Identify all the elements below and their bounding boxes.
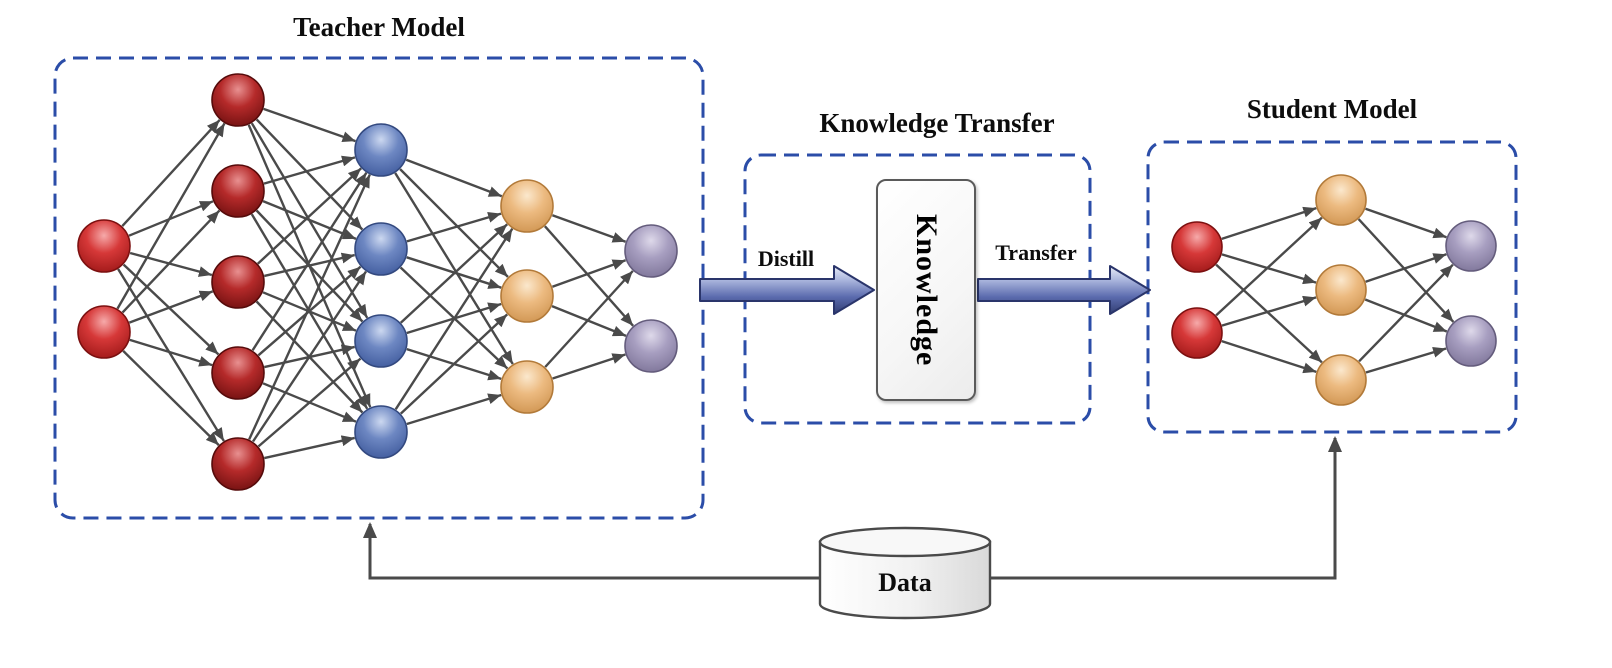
teacher-edge [257, 357, 362, 448]
teacher-edge [129, 251, 213, 277]
student-model-box [1146, 140, 1518, 434]
teacher-network [77, 73, 678, 491]
student-edge [1365, 346, 1447, 374]
teacher-neuron-blue [354, 405, 408, 459]
student-edge [1365, 253, 1447, 283]
teacher-edge [251, 172, 368, 351]
teacher-edge [551, 214, 627, 243]
teacher-edge [262, 199, 357, 241]
student-edge [1215, 216, 1323, 317]
teacher-neuron-purple [624, 319, 678, 373]
student-neuron-purple [1445, 315, 1497, 367]
student-neuron-red [1171, 221, 1223, 273]
data-to-student-connector [986, 436, 1342, 580]
student-edge [1364, 298, 1448, 333]
teacher-edge [551, 304, 627, 338]
teacher-neuron-orange [500, 179, 554, 233]
teacher-edge [399, 313, 509, 415]
student-neuron-orange [1315, 354, 1367, 406]
student-neuron-orange [1315, 264, 1367, 316]
teacher-edge [257, 265, 362, 357]
teacher-edge [128, 200, 214, 237]
knowledge-box: Knowledge [876, 179, 976, 401]
teacher-edge [264, 252, 355, 278]
teacher-edge [121, 119, 221, 227]
teacher-edge [263, 107, 356, 143]
student-network [1171, 174, 1497, 406]
student-edge [1365, 207, 1447, 239]
teacher-edge [121, 209, 221, 314]
teacher-edge [552, 353, 626, 380]
teacher-edge [255, 118, 364, 231]
teacher-neuron-darkred [211, 164, 265, 218]
teacher-edge [248, 174, 371, 440]
teacher-edge [252, 270, 367, 443]
teacher-neuron-orange [500, 269, 554, 323]
teacher-neuron-darkred [211, 255, 265, 309]
teacher-edge [263, 155, 356, 185]
knowledge-box-label: Knowledge [910, 213, 943, 367]
teacher-neuron-blue [354, 314, 408, 368]
transfer-label: Transfer [995, 240, 1077, 265]
teacher-edge [117, 268, 225, 442]
teacher-edge [399, 168, 509, 278]
student-edge [1221, 339, 1317, 374]
student-edge [1357, 218, 1455, 323]
teacher-edge [129, 338, 213, 367]
teacher-edge [399, 223, 509, 324]
student-model-title: Student Model [1246, 94, 1418, 124]
student-neuron-orange [1315, 174, 1367, 226]
teacher-edge [122, 263, 220, 356]
data-cylinder-label: Data [878, 568, 932, 597]
student-edge [1221, 253, 1317, 285]
distill-arrow [699, 265, 875, 315]
teacher-edge [551, 259, 627, 288]
teacher-edge [544, 225, 634, 327]
distill-label: Distill [757, 246, 815, 271]
student-edge [1221, 206, 1317, 241]
teacher-neuron-blue [354, 123, 408, 177]
transfer-arrow [977, 265, 1151, 315]
teacher-edge [544, 270, 634, 368]
student-edge [1358, 263, 1454, 363]
student-edge [1215, 263, 1323, 364]
teacher-neuron-blue [354, 222, 408, 276]
data-cylinder-top [818, 526, 992, 558]
student-neuron-red [1171, 307, 1223, 359]
teacher-model-title: Teacher Model [293, 12, 465, 42]
teacher-edge [264, 435, 355, 460]
teacher-edge [406, 212, 502, 243]
teacher-edge [128, 290, 214, 324]
teacher-neuron-orange [500, 360, 554, 414]
teacher-neuron-red [77, 219, 131, 273]
teacher-neuron-red [77, 305, 131, 359]
teacher-edge [394, 228, 514, 410]
teacher-neuron-darkred [211, 73, 265, 127]
teacher-edge [256, 167, 363, 265]
student-edge [1221, 295, 1317, 327]
teacher-neuron-darkred [211, 346, 265, 400]
teacher-neuron-purple [624, 224, 678, 278]
teacher-edge [405, 158, 503, 198]
teacher-edge [406, 393, 502, 426]
data-cylinder-body [818, 540, 992, 620]
teacher-edge [122, 350, 220, 446]
knowledge-transfer-title: Knowledge Transfer [819, 108, 1055, 138]
teacher-edge [394, 172, 514, 365]
student-neuron-purple [1445, 220, 1497, 272]
teacher-edge [116, 122, 226, 310]
data-to-teacher-connector [363, 522, 824, 580]
teacher-neuron-darkred [211, 437, 265, 491]
